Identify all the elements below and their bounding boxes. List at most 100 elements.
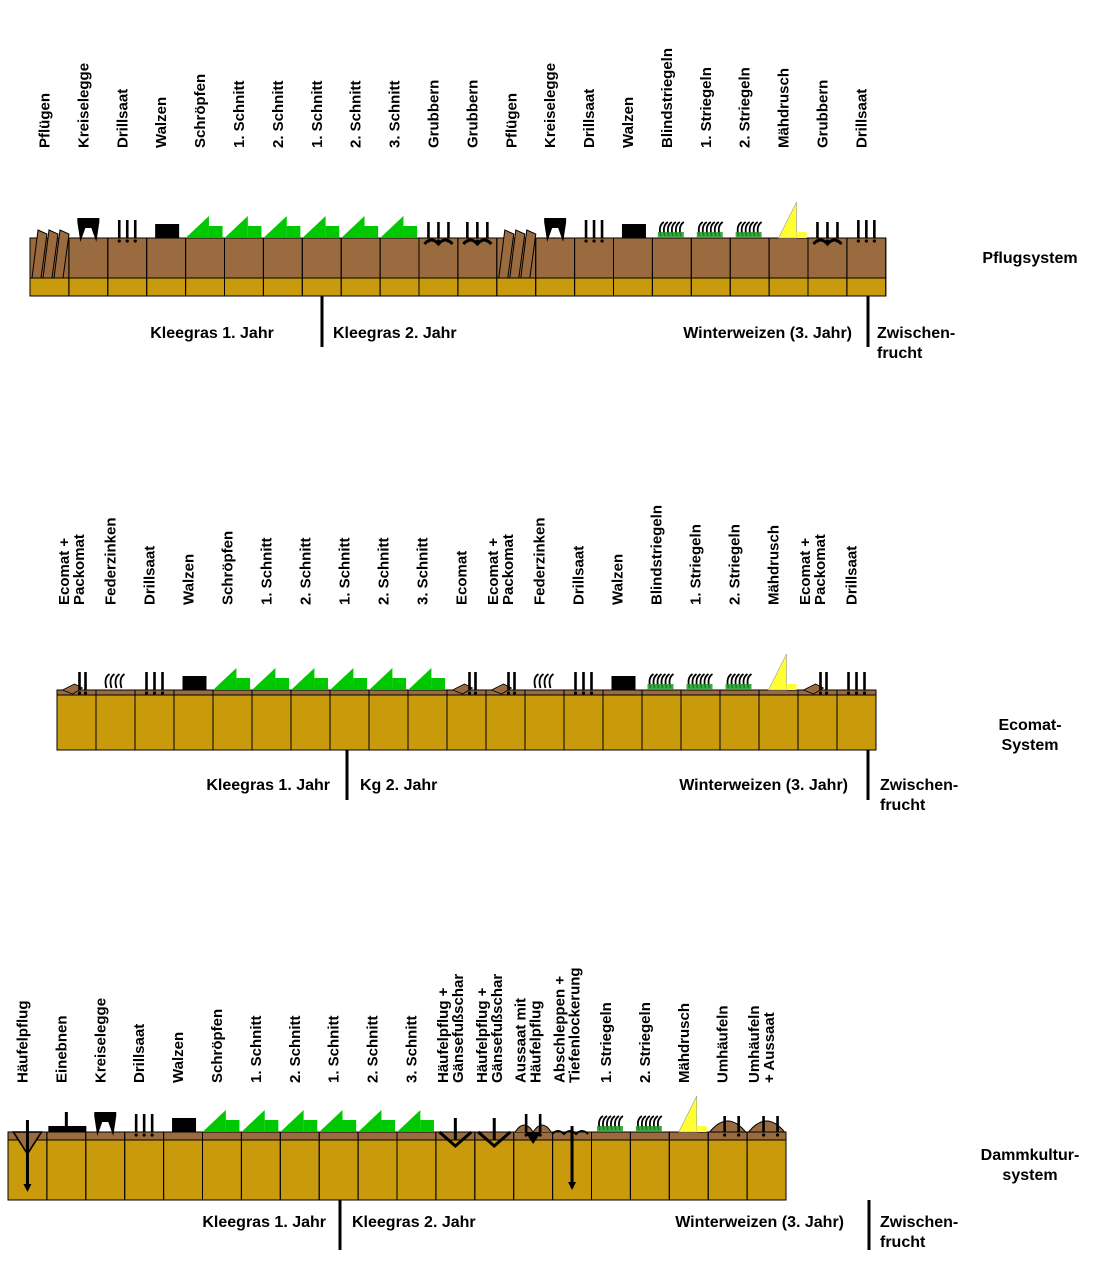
operation-column: Schröpfen (212, 531, 253, 751)
grass-cut-icon (319, 1110, 357, 1132)
operation-column: 1. Schnitt (240, 1015, 281, 1201)
operation-label: Packomat (71, 534, 88, 605)
operation-label: 2. Striegeln (737, 67, 754, 148)
operation-label: Tiefenlockerung (567, 967, 584, 1083)
phase-label: Kleegras 1. Jahr (150, 325, 274, 342)
phase-label: frucht (880, 1234, 926, 1251)
roller-icon (182, 676, 207, 690)
grass-cut-icon (330, 668, 368, 690)
operation-column: 2. Schnitt (279, 1015, 320, 1201)
operation-label: Ecomat + (485, 538, 502, 605)
operation-label: 1. Striegeln (698, 67, 715, 148)
grass-cut-icon (280, 1110, 318, 1132)
subsoiler-icon (551, 1126, 589, 1190)
phase-label: Winterweizen (3. Jahr) (679, 777, 848, 794)
grass-cut-icon (397, 1110, 434, 1132)
plough-icon (31, 229, 70, 279)
grass-cut-icon (341, 216, 379, 238)
phase-label: Winterweizen (3. Jahr) (675, 1214, 844, 1231)
seed-drill-icon (134, 1114, 154, 1137)
seed-drill-icon (573, 672, 594, 695)
operation-column: Drillsaat (836, 546, 877, 751)
operation-label: Umhäufeln (715, 1005, 732, 1083)
operation-column: Walzen (173, 554, 214, 751)
operation-label: Pflügen (36, 93, 53, 148)
operation-label: 2. Schnitt (348, 80, 365, 148)
tine-harrow-icon (686, 673, 714, 690)
operation-label: Drillsaat (131, 1024, 148, 1083)
operation-label: Kreiselegge (75, 63, 92, 148)
operation-column: Pflügen (496, 93, 537, 297)
operation-label: Abschleppen + (552, 976, 569, 1083)
operation-label: 3. Schnitt (403, 1015, 420, 1083)
operation-label: Häufelpflug (14, 1001, 31, 1084)
ridge-sowing-icon (514, 1114, 552, 1144)
operation-label: Mähdrusch (766, 525, 783, 605)
tine-harrow-icon (635, 1115, 663, 1132)
operation-label: Häufelpflug + (474, 987, 491, 1083)
operation-column: Ecomat +Packomat (485, 534, 526, 751)
tine-harrow-icon (696, 221, 724, 238)
operation-column: Walzen (146, 97, 187, 297)
operation-label: Walzen (620, 97, 637, 148)
operation-column: 2. Striegeln (719, 524, 760, 751)
operation-column: Drillsaat (107, 89, 148, 297)
operation-column: Grubbern (457, 80, 498, 297)
tine-harrow-icon (596, 1115, 624, 1132)
grass-topping-icon (185, 216, 223, 238)
operation-label: 2. Schnitt (376, 537, 393, 605)
operation-label: Grubbern (425, 80, 442, 148)
roller-icon (155, 224, 180, 238)
operation-label: Gänsefußschar (489, 974, 506, 1083)
ridging-plough-icon (11, 1120, 43, 1192)
operation-label: 1. Schnitt (248, 1015, 265, 1083)
grass-cut-icon (302, 216, 340, 238)
operation-column: 2. Schnitt (262, 80, 303, 297)
operation-label: Schröpfen (220, 531, 237, 605)
phase-label: Winterweizen (3. Jahr) (683, 325, 852, 342)
operation-column: Grubbern (807, 80, 848, 297)
operation-label: Drillsaat (114, 89, 131, 148)
operation-label: 2. Striegeln (637, 1002, 654, 1083)
operation-label: Federzinken (103, 517, 120, 605)
operation-label: 1. Schnitt (326, 1015, 343, 1083)
grass-cut-icon (224, 216, 262, 238)
operation-label: Schröpfen (209, 1009, 226, 1083)
grass-cut-icon (380, 216, 418, 238)
operation-column: 2. Striegeln (729, 67, 770, 297)
operation-label: Häufelpflug + (435, 987, 452, 1083)
goosefoot-share-icon (477, 1118, 512, 1148)
operation-column: Drillsaat (124, 1024, 165, 1201)
grass-cut-icon (369, 668, 407, 690)
operation-column: Häufelpflug +Gänsefußschar (435, 974, 476, 1201)
operation-column: Häufelpflug +Gänsefußschar (474, 974, 515, 1201)
roller-icon (611, 676, 636, 690)
tine-harrow-icon (657, 221, 685, 238)
operation-label: 1. Schnitt (337, 537, 354, 605)
operation-label: Mähdrusch (676, 1003, 693, 1083)
system-label: Dammkultur- (981, 1147, 1080, 1164)
ecomat-plough-icon (802, 672, 829, 695)
seed-drill-icon (144, 672, 165, 695)
grass-cut-icon (291, 668, 329, 690)
operation-label: Gänsefußschar (450, 974, 467, 1083)
operation-label: 2. Striegeln (727, 524, 744, 605)
operation-label: Kreiselegge (542, 63, 559, 148)
operation-label: Schröpfen (192, 74, 209, 148)
phase-label: Zwischen- (880, 777, 958, 794)
operation-label: Umhäufeln (746, 1005, 763, 1083)
spring-tine-icon (104, 673, 126, 689)
grass-topping-icon (202, 1110, 240, 1132)
operation-label: Mähdrusch (776, 68, 793, 148)
re-ridging-icon (747, 1116, 786, 1137)
operation-label: Walzen (153, 97, 170, 148)
operation-label: Packomat (812, 534, 829, 605)
operation-column: Ecomat +Packomat (56, 534, 97, 751)
operation-column: Häufelpflug (7, 1001, 48, 1201)
operation-column: 1. Striegeln (690, 67, 731, 297)
goosefoot-share-icon (438, 1118, 473, 1148)
operation-label: Ecomat (454, 551, 471, 605)
operation-label: 1. Striegeln (688, 524, 705, 605)
operation-column: 3. Schnitt (407, 537, 448, 751)
cultivator-icon (812, 222, 843, 247)
